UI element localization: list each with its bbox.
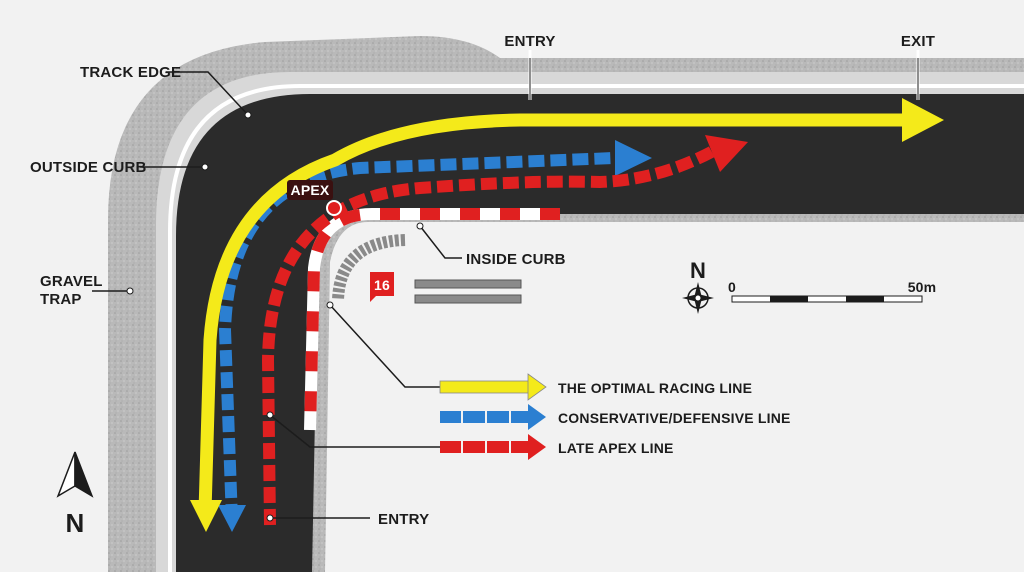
gravel-trap-label-line2: TRAP	[40, 291, 82, 308]
gravel-trap-label-line1: GRAVEL	[40, 273, 103, 290]
entry-bottom-callout: ENTRY	[266, 511, 429, 528]
gravel-trap-callout: GRAVEL TRAP	[40, 273, 134, 308]
inner-rumble-strip	[332, 234, 406, 301]
legend-label-optimal: THE OPTIMAL RACING LINE	[558, 380, 752, 396]
track-edge-callout: TRACK EDGE	[80, 64, 252, 119]
inside-curb-callout: INSIDE CURB	[416, 222, 566, 268]
scale-bar: 0 50m	[728, 279, 937, 303]
inside-curb-label: INSIDE CURB	[466, 251, 566, 268]
entry-bottom-label: ENTRY	[378, 511, 429, 528]
apex-tag: APEX	[287, 180, 333, 200]
grandstand-board-bottom	[414, 294, 522, 304]
legend: THE OPTIMAL RACING LINE CONSERVATIVE/DEF…	[266, 301, 791, 460]
legend-label-late-apex: LATE APEX LINE	[558, 440, 674, 456]
inside-curb	[304, 208, 560, 431]
north-arrow: N	[56, 451, 94, 538]
asphalt-surface	[176, 94, 1024, 572]
track-edge-label: TRACK EDGE	[80, 64, 181, 81]
legend-item-late-apex: LATE APEX LINE	[440, 434, 674, 460]
apex-point	[326, 200, 342, 216]
legend-item-optimal: THE OPTIMAL RACING LINE	[439, 373, 752, 401]
optimal-racing-line-start-arrowhead	[190, 500, 222, 532]
turn-number-label: 16	[374, 277, 390, 293]
outside-curb-label: OUTSIDE CURB	[30, 159, 147, 176]
conservative-line-start-arrowhead	[218, 505, 246, 532]
entry-top-label: ENTRY	[504, 33, 555, 50]
north-arrow-label: N	[66, 508, 85, 538]
legend-leader-optimal	[329, 304, 440, 388]
optimal-racing-line	[198, 113, 905, 513]
turn-number-marker: 16	[370, 272, 394, 302]
conservative-line-arrowhead	[615, 140, 652, 176]
compass-rose: N	[682, 258, 714, 314]
apex-label: APEX	[291, 182, 330, 198]
scale-start-label: 0	[728, 279, 736, 295]
compass-north-label: N	[690, 258, 706, 283]
grandstand-board-top	[414, 279, 522, 289]
late-apex-line-arrowhead	[705, 135, 748, 172]
scale-end-label: 50m	[908, 279, 937, 295]
optimal-racing-line-arrowhead	[902, 98, 944, 142]
late-apex-line	[261, 144, 718, 526]
legend-item-defensive: CONSERVATIVE/DEFENSIVE LINE	[440, 404, 791, 430]
outside-curb-callout: OUTSIDE CURB	[30, 159, 209, 176]
legend-label-defensive: CONSERVATIVE/DEFENSIVE LINE	[558, 410, 791, 426]
exit-label: EXIT	[901, 33, 935, 50]
track-edge-line	[168, 84, 1024, 572]
legend-leader-late-apex	[269, 414, 440, 448]
